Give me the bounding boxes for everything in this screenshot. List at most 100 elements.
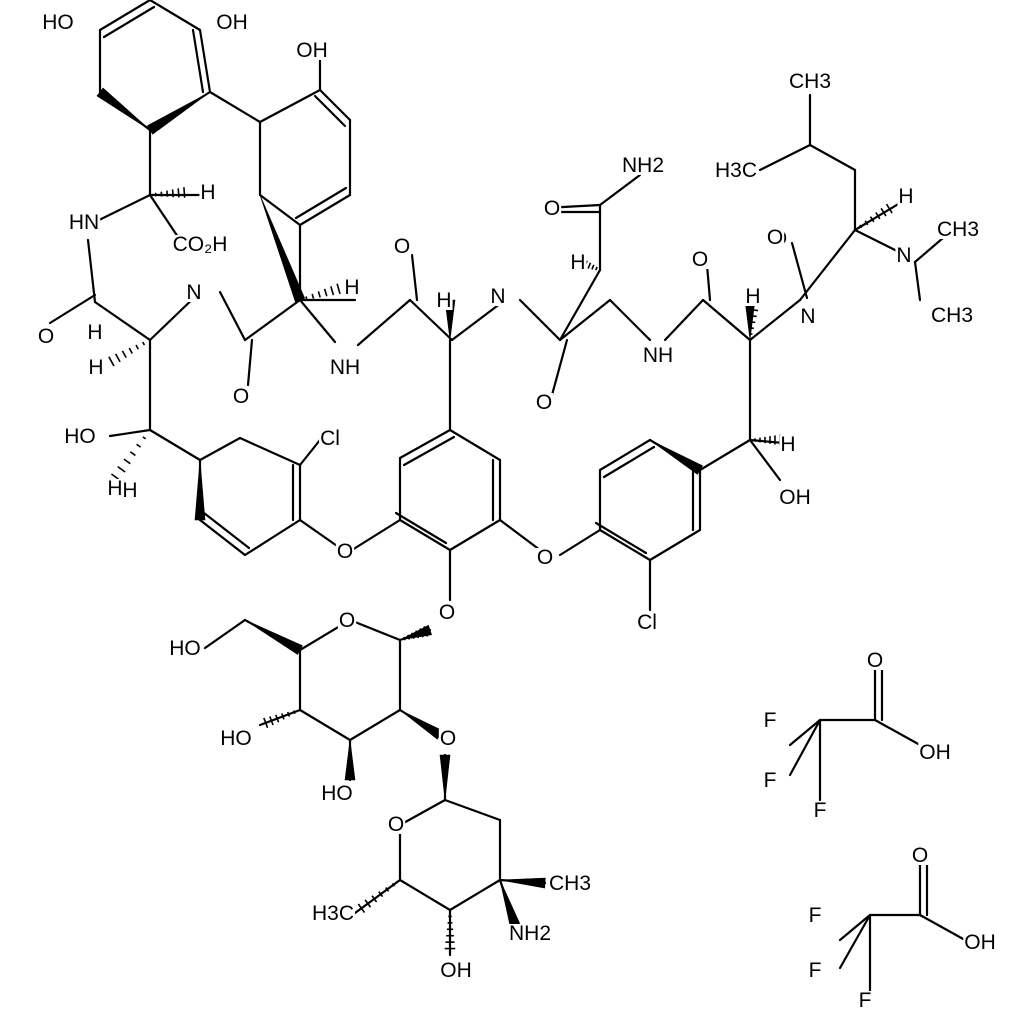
single-bond	[698, 438, 752, 472]
wedge-bond	[146, 91, 211, 135]
wedge-bond	[194, 459, 206, 521]
single-bond	[448, 428, 502, 462]
label-background	[215, 13, 249, 32]
double-bond-line	[790, 241, 809, 300]
amide-nh-label: NH	[643, 344, 673, 367]
hashed-bond	[357, 882, 396, 914]
hydrogen-label: H	[436, 289, 451, 312]
amide-nh-label: HN	[69, 211, 99, 234]
single-bond	[148, 428, 202, 462]
hydrogen-label: H	[200, 181, 215, 204]
label-background	[569, 253, 587, 272]
label-background	[335, 542, 355, 561]
chlorine-label: Cl	[320, 427, 340, 450]
single-bond	[353, 878, 402, 915]
label-background	[918, 743, 952, 762]
wedge-bond	[259, 194, 306, 303]
hydrogen-label: H	[344, 276, 359, 299]
hashed-bond	[154, 187, 186, 198]
single-bond	[450, 298, 507, 342]
hydrogen-label: H	[107, 477, 122, 500]
single-bond	[788, 718, 822, 777]
methyl-label: H3C	[312, 902, 354, 925]
hashed-bond	[444, 915, 456, 950]
single-bond	[298, 298, 337, 344]
ring-oxygen-label: O	[339, 609, 355, 632]
phenol-hydroxyl-label: OH	[296, 39, 328, 62]
label-background	[121, 481, 139, 500]
double-bond-line	[705, 263, 712, 302]
hashed-bond	[110, 436, 147, 481]
label-background	[343, 278, 361, 297]
single-bond	[298, 193, 352, 227]
fluorine-label: F	[859, 989, 872, 1012]
single-bond	[350, 518, 402, 552]
amide-nh-label: N	[490, 285, 505, 308]
single-bond	[93, 193, 152, 224]
label-background	[535, 548, 555, 567]
double-bond-line	[313, 94, 347, 128]
single-bond	[853, 198, 907, 232]
methyl-label: CH3	[937, 218, 979, 241]
single-bond	[238, 436, 302, 467]
single-bond	[758, 143, 812, 172]
single-bond	[298, 438, 322, 467]
label-background	[799, 307, 817, 326]
wedge-bond	[439, 754, 451, 801]
label-background	[168, 639, 202, 658]
double-bond-line	[394, 511, 448, 545]
label-background	[435, 291, 453, 310]
carbonyl-oxygen-label: O	[536, 391, 552, 414]
single-bond	[348, 708, 402, 742]
label-background	[762, 771, 778, 790]
methyl-label: H3C	[715, 159, 757, 182]
single-bond	[93, 300, 152, 342]
fluorine-label: F	[764, 709, 777, 732]
single-bond	[203, 618, 247, 650]
single-bond	[356, 298, 412, 347]
label-background	[231, 387, 251, 406]
single-bond	[258, 88, 322, 124]
hydroxyl-label: HO	[321, 782, 353, 805]
single-bond	[243, 518, 302, 557]
label-background	[489, 287, 507, 306]
double-bond-line	[102, 5, 156, 39]
hydroxyl-label: HO	[169, 637, 201, 660]
single-bond	[748, 298, 802, 342]
single-bond	[701, 298, 752, 342]
chlorine-label: Cl	[637, 611, 657, 634]
label-background	[897, 187, 915, 206]
ether-oxygen-label: O	[337, 540, 353, 563]
single-bond	[398, 798, 447, 827]
label-background	[744, 287, 762, 306]
single-bond	[398, 518, 452, 552]
amide-nh-label: NH	[330, 356, 360, 379]
wedge-bond	[344, 739, 356, 781]
hydrogen-label: H	[88, 356, 103, 379]
label-background	[67, 213, 101, 232]
single-bond	[608, 298, 652, 342]
label-background	[295, 41, 329, 60]
wedge-bond	[649, 439, 703, 475]
phenol-hydroxyl-label: OH	[216, 11, 248, 34]
methyl-label: CH3	[931, 304, 973, 327]
single-bond	[808, 143, 857, 172]
single-bond	[918, 913, 967, 942]
label-background	[36, 327, 56, 346]
single-bond	[348, 618, 402, 642]
label-background	[963, 933, 997, 952]
wedge-bond	[399, 709, 444, 740]
hydrogen-label: H	[122, 479, 137, 502]
hydrogen-label: H	[780, 433, 795, 456]
hydroxyl-label: OH	[440, 959, 472, 982]
single-bond	[108, 428, 152, 438]
single-bond	[148, 0, 202, 32]
label-background	[812, 801, 828, 820]
amine-nitrogen-label: N	[896, 244, 911, 267]
double-bond-line	[550, 338, 569, 397]
label-background	[438, 729, 458, 748]
label-background	[199, 183, 217, 202]
label-background	[910, 846, 930, 865]
fluorine-label: F	[809, 959, 822, 982]
single-bond	[148, 193, 182, 242]
